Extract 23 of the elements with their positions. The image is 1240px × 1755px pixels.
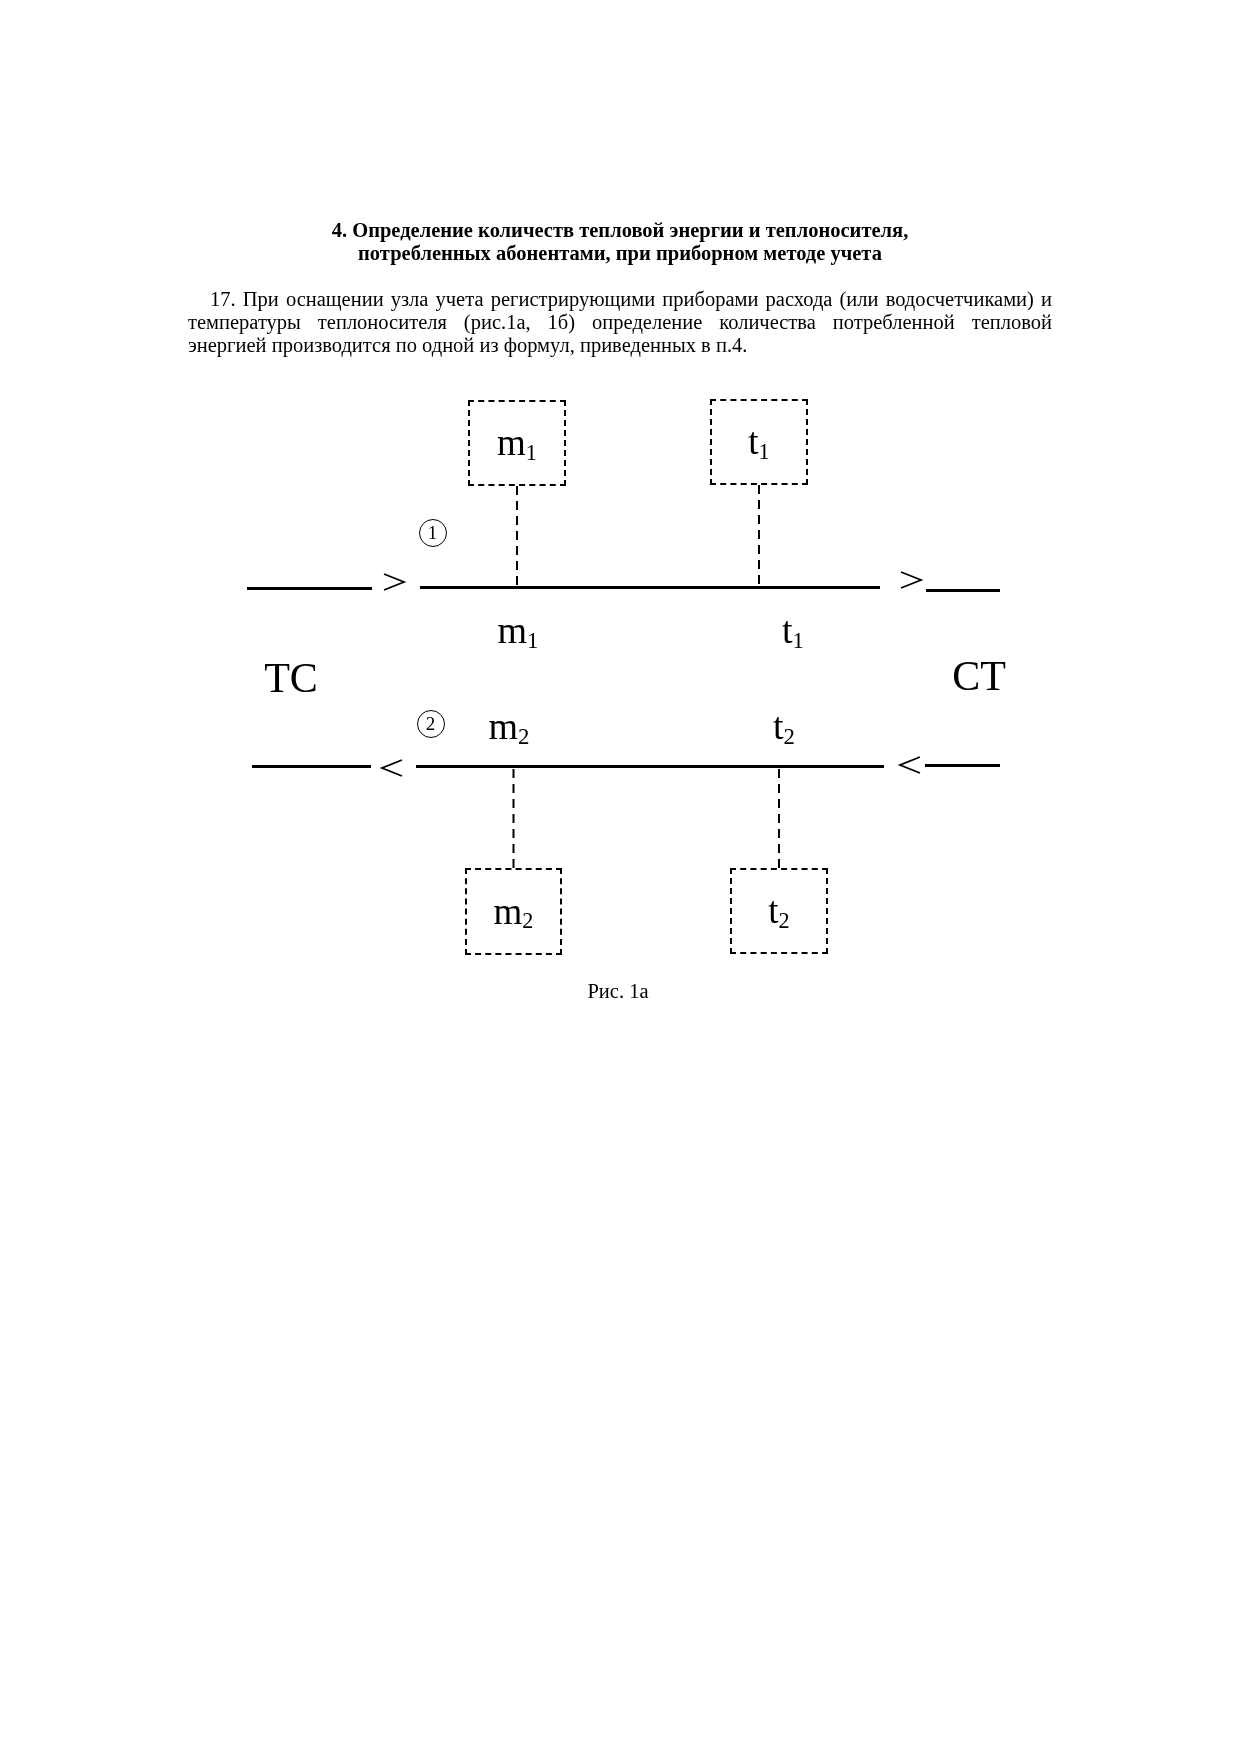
- point-label: t$_{1}$: [782, 611, 804, 649]
- connector-line: [758, 484, 760, 587]
- instrument-box: [468, 400, 566, 486]
- point-label: m$_{1}$: [497, 611, 539, 649]
- connector-line: [512, 767, 515, 869]
- connector-line: [778, 767, 780, 869]
- side-label: СТ: [952, 655, 1006, 697]
- side-label: ТС: [264, 657, 318, 699]
- point-label: t$_{2}$: [773, 707, 795, 745]
- pipe-line: [420, 586, 880, 589]
- instrument-label: m$_{1}$: [497, 424, 537, 462]
- instrument-label: t$_{2}$: [768, 892, 790, 930]
- instrument-box: [710, 399, 808, 485]
- instrument-box: [465, 868, 562, 955]
- instrument-label: t$_{1}$: [748, 423, 770, 461]
- figure-caption: Рис. 1а: [586, 979, 650, 1003]
- instrument-box: [730, 868, 828, 954]
- paragraph: 17. При оснащении узла учета регистрирующими приборами расхода (или водосчетчиками) и температуры теплоносителя (рис.1а, 1б) определение количества потребленной тепловой энергией производится по одной из формул, приведенных в п.4.: [188, 288, 1052, 357]
- heading: 4. Определение количеств тепловой энергии и теплоносителя, потребленных абонентами, при приборном методе учета: [330, 219, 910, 265]
- connector-line: [516, 485, 518, 587]
- pipe-line: [416, 765, 884, 768]
- point-label: m$_{2}$: [488, 707, 530, 745]
- instrument-label: m$_{2}$: [493, 892, 534, 931]
